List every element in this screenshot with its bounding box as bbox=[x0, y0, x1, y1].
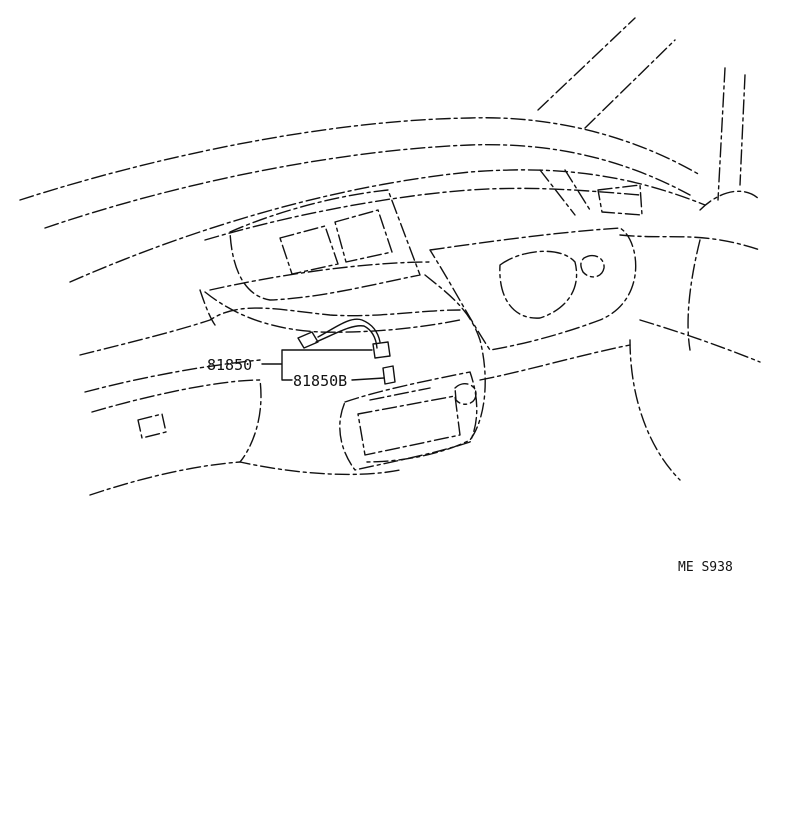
a-pillar-left bbox=[537, 17, 636, 111]
harness-connector-left bbox=[297, 331, 319, 349]
windshield-lower-edge bbox=[69, 169, 706, 283]
roof-outline-outer bbox=[19, 117, 701, 201]
side-vent bbox=[597, 184, 643, 216]
part-number-81850b: 81850B bbox=[293, 372, 347, 390]
dash-lower-left bbox=[84, 359, 261, 393]
meter-window-right bbox=[334, 209, 393, 263]
dash-right-lower bbox=[619, 234, 761, 251]
steering-shroud bbox=[429, 227, 637, 351]
dash-lower-right bbox=[479, 344, 631, 381]
a-pillar-right bbox=[584, 39, 676, 129]
center-console-upper bbox=[204, 291, 461, 333]
pillar-lower bbox=[687, 239, 701, 351]
meter-window-left bbox=[279, 225, 339, 275]
steering-knob bbox=[580, 254, 605, 278]
harness-wire-2 bbox=[315, 325, 378, 349]
dash-upper-right-lines bbox=[539, 169, 591, 216]
dash-front-edge bbox=[209, 261, 431, 291]
harness-wire bbox=[317, 318, 381, 343]
dash-right-bottom bbox=[639, 319, 761, 363]
door-frame-curve bbox=[699, 190, 761, 211]
leader-bracket bbox=[261, 349, 373, 381]
leader-81850b bbox=[351, 377, 385, 381]
figure-code: ME S938 bbox=[678, 560, 733, 575]
door-frame-edge-2 bbox=[739, 74, 746, 186]
audio-unit-knob bbox=[454, 383, 477, 405]
left-panel-edge bbox=[199, 289, 216, 326]
harness-connector-right bbox=[372, 341, 391, 359]
dash-bottom-edge bbox=[89, 461, 401, 496]
dash-left-panel bbox=[79, 307, 461, 356]
audio-unit-screen bbox=[357, 395, 461, 456]
steering-wheel-hub bbox=[499, 250, 578, 319]
glove-box-vent bbox=[137, 413, 167, 439]
seat-curve bbox=[629, 339, 681, 481]
audio-unit-outer bbox=[339, 371, 478, 471]
meter-hood bbox=[229, 189, 421, 301]
dash-bottom-line bbox=[91, 379, 262, 463]
dash-top-surface bbox=[204, 187, 641, 241]
sensor-plug bbox=[382, 365, 396, 385]
roof-outline-inner bbox=[44, 143, 691, 229]
audio-unit-slot bbox=[369, 387, 431, 401]
part-number-81850: 81850 bbox=[207, 356, 252, 374]
door-frame-edge-1 bbox=[717, 67, 726, 201]
